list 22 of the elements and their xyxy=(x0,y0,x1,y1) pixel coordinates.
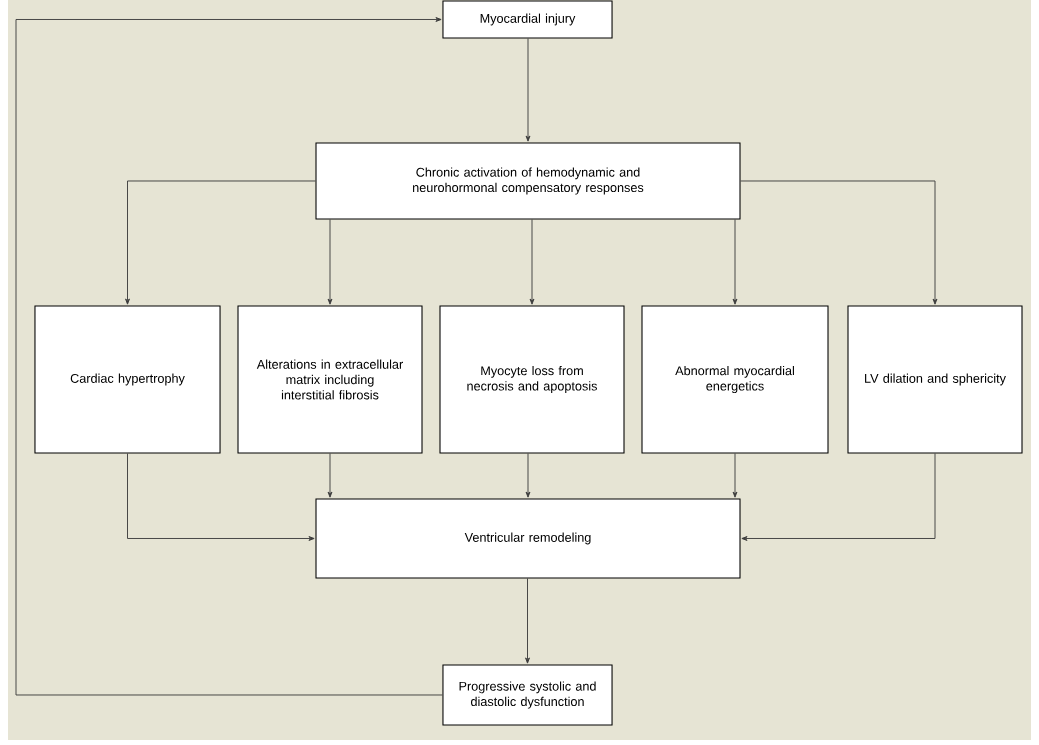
arrow xyxy=(740,180,938,305)
arrow xyxy=(529,219,535,305)
arrow xyxy=(732,219,738,305)
arrow xyxy=(15,17,443,696)
arrow xyxy=(732,453,738,498)
arrow xyxy=(525,578,530,664)
process-box: LV dilation and sphericity xyxy=(847,305,1023,454)
arrow xyxy=(327,219,333,305)
process-box: Progressive systolic and diastolic dysfunction xyxy=(442,664,613,726)
process-box: Abnormal myocardial energetics xyxy=(641,305,829,454)
arrow xyxy=(525,38,531,142)
arrow xyxy=(327,453,333,498)
process-box: Alterations in extracellular matrix including interstitial fibrosis xyxy=(237,305,423,454)
process-box: Cardiac hypertrophy xyxy=(34,305,221,454)
arrow xyxy=(125,180,316,305)
process-box: Myocyte loss from necrosis and apoptosis xyxy=(439,305,625,454)
arrow xyxy=(741,453,936,541)
arrow xyxy=(525,453,531,498)
process-box: Myocardial injury xyxy=(442,0,613,39)
process-box: Chronic activation of hemodynamic and neurohormonal compensatory responses xyxy=(315,142,741,220)
arrow xyxy=(127,453,315,541)
process-box: Ventricular remodeling xyxy=(315,498,741,579)
